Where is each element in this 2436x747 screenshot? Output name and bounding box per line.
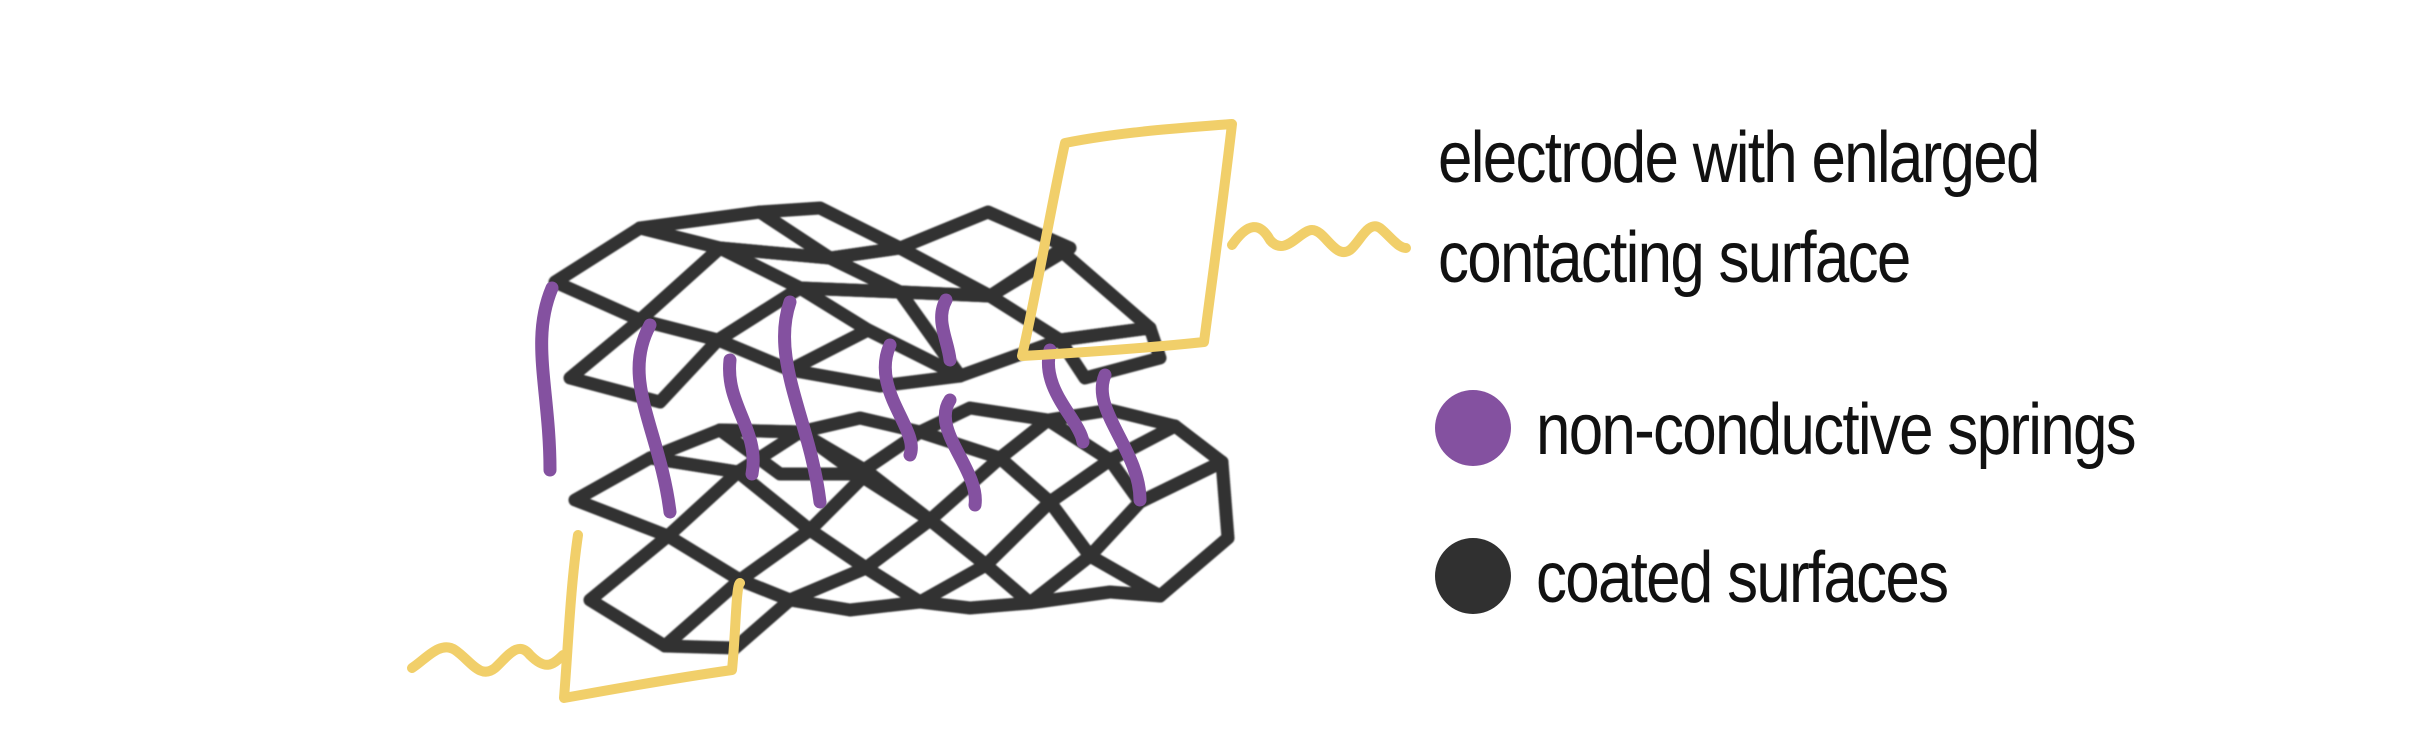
- non-conductive-springs-label: non-conductive springs: [1536, 390, 2137, 470]
- spring: [878, 338, 918, 462]
- non-conductive-springs-swatch: [1435, 390, 1511, 466]
- spring: [935, 293, 957, 367]
- spring: [938, 393, 982, 512]
- spring: [777, 295, 827, 509]
- coated-surfaces-swatch: [1435, 538, 1511, 614]
- spring: [723, 353, 760, 481]
- spring: [1095, 368, 1147, 507]
- lower-electrode-wire: [407, 642, 568, 677]
- spring: [632, 318, 677, 519]
- lower-electrode-plate: [559, 530, 745, 703]
- upper-coated-lattice: [548, 201, 1167, 409]
- electrodes: [407, 119, 1411, 703]
- electrode-label-line-1: electrode with enlarged: [1438, 118, 2040, 198]
- spring: [535, 281, 559, 477]
- upper-electrode-plate: [1017, 119, 1237, 361]
- electrode-label-line-2: contacting surface: [1438, 218, 1911, 298]
- upper-electrode-wire: [1227, 221, 1411, 257]
- non-conductive-springs: [535, 281, 1147, 519]
- electrode-label: electrode with enlarged contacting surfa…: [1438, 108, 2040, 308]
- spring: [1041, 343, 1090, 449]
- coated-surfaces-label: coated surfaces: [1536, 538, 1949, 618]
